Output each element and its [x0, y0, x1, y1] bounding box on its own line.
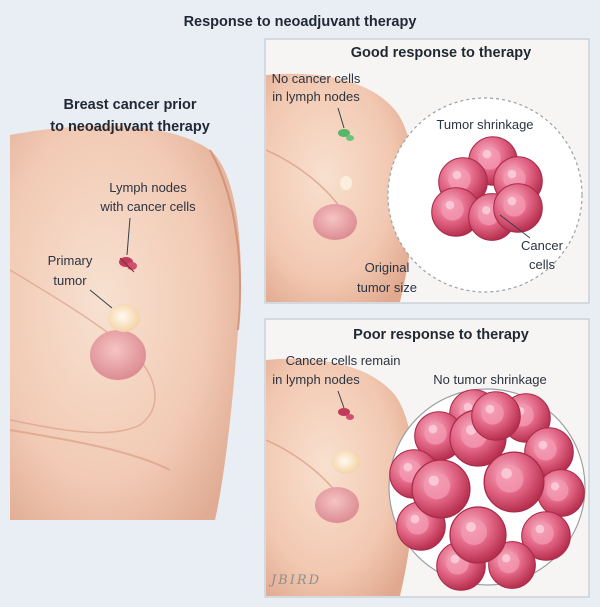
good-lymph-label-line2: in lymph nodes: [272, 89, 360, 104]
lymph-label-line2: with cancer cells: [99, 199, 196, 214]
cells-label-line1: Cancer: [521, 238, 564, 253]
poor-heading: Poor response to therapy: [353, 327, 529, 343]
tumor-label-line2: tumor: [53, 273, 87, 288]
poor-lymph-label-line1: Cancer cells remain: [286, 353, 401, 368]
good-heading: Good response to therapy: [351, 45, 531, 61]
primary-tumor: [108, 304, 140, 332]
poor-lymph-label-line2: in lymph nodes: [272, 372, 360, 387]
good-lymph-label-line1: No cancer cells: [272, 71, 361, 86]
left-panel: Breast cancer prior to neoadjuvant thera…: [10, 97, 241, 520]
tumor-label-line1: Primary: [48, 253, 93, 268]
nipple: [90, 330, 146, 380]
no-shrinkage-label: No tumor shrinkage: [433, 372, 546, 387]
good-response-panel: Good response to therapy No cancer cells…: [265, 39, 589, 303]
original-size-label-line1: Original: [365, 260, 410, 275]
left-heading-line2: to neoadjuvant therapy: [50, 119, 210, 135]
left-heading-line1: Breast cancer prior: [64, 97, 197, 113]
poor-response-panel: Poor response to therapy Cancer cells re…: [265, 319, 589, 597]
shrinkage-label: Tumor shrinkage: [436, 117, 533, 132]
figure-title: Response to neoadjuvant therapy: [184, 14, 417, 30]
cells-label-line2: cells: [529, 257, 556, 272]
original-size-label-line2: tumor size: [357, 280, 417, 295]
artist-signature: JBIRD: [268, 573, 321, 588]
lymph-label-line1: Lymph nodes: [109, 180, 187, 195]
